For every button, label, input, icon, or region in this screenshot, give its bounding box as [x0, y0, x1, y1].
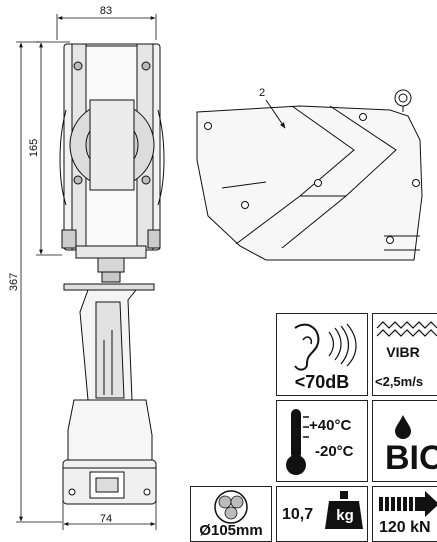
vibration-tile: VIBR <2,5m/s [372, 313, 437, 396]
temperature-tile: +40°C -20°C [276, 400, 368, 482]
cable-cross-section-icon [214, 490, 248, 524]
ear-sound-icon [294, 323, 357, 371]
dimension-height-head [36, 41, 70, 256]
dimension-height-total-label: 367 [8, 273, 20, 291]
force-arrow-icon [379, 491, 437, 517]
tool-battery [62, 399, 157, 505]
tool-neck [63, 257, 155, 291]
callout-number: 2 [259, 87, 265, 99]
diameter-tile: Ø105mm [190, 486, 272, 542]
vibration-label: <2,5m/s [375, 374, 424, 389]
dimension-height-total [16, 41, 62, 523]
vibration-icon [376, 321, 437, 337]
oil-drop-icon [395, 415, 411, 439]
callout-arrow [265, 99, 286, 129]
tool-head [59, 43, 165, 259]
temperature-low: -20°C [315, 443, 354, 460]
weight-icon [325, 491, 363, 529]
dimension-width-bottom [62, 500, 157, 530]
weight-unit: kg [336, 507, 354, 524]
noise-tile: <70dB [276, 313, 368, 396]
weight-tile: 10,7 kg [276, 486, 368, 542]
force-label: 120 kN [379, 519, 431, 536]
tool-handle [79, 289, 138, 401]
dimension-width-top [56, 14, 157, 40]
weight-value: 10,7 [282, 506, 314, 523]
tool-side-view [59, 43, 165, 505]
noise-label: <70dB [294, 372, 350, 392]
diameter-label: Ø105mm [199, 522, 263, 539]
vibration-title: VIBR [386, 344, 420, 360]
dimension-height-head-label: 165 [28, 139, 40, 157]
tool-detail-view [196, 89, 423, 261]
force-tile: 120 kN [372, 486, 437, 542]
thermometer-icon [286, 409, 309, 475]
bio-label: BIO [385, 439, 437, 477]
bio-tile: BIO [372, 400, 437, 482]
temperature-high: +40°C [309, 417, 352, 434]
dimension-width-bottom-label: 74 [100, 513, 112, 525]
dimension-width-top-label: 83 [100, 5, 112, 17]
